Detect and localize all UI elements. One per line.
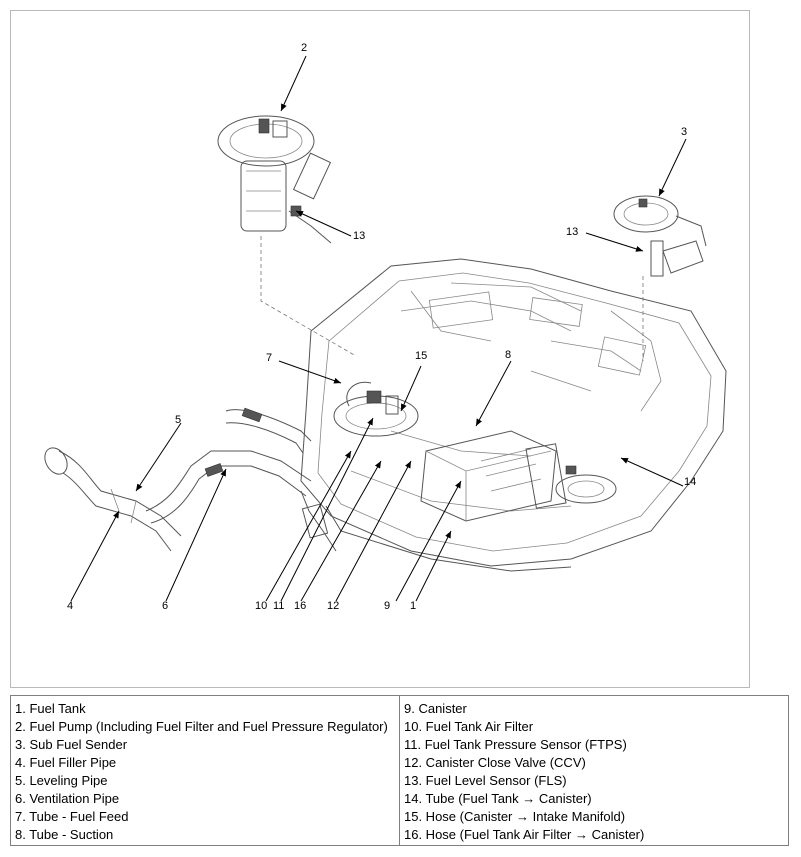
callout-8: 8 <box>505 349 511 361</box>
legend-item: 10. Fuel Tank Air Filter <box>404 719 534 734</box>
sub-sender-mount-drawing <box>555 465 617 504</box>
legend-item: 6. Ventilation Pipe <box>15 791 120 806</box>
callout-9: 9 <box>384 600 390 612</box>
legend-item: 11. Fuel Tank Pressure Sensor (FTPS) <box>404 737 627 752</box>
callout-2: 2 <box>301 42 307 54</box>
callout-5: 5 <box>175 414 181 426</box>
legend-item: 3. Sub Fuel Sender <box>15 737 128 752</box>
legend-item: 9. Canister <box>404 701 467 716</box>
callout-7: 7 <box>266 352 272 364</box>
parts-legend-table: 1. Fuel Tank 2. Fuel Pump (Including Fue… <box>10 695 789 846</box>
callout-14: 14 <box>684 476 696 488</box>
legend-item: 7. Tube - Fuel Feed <box>15 809 129 824</box>
legend-item: 14. Tube (Fuel Tank → Canister) <box>404 791 592 806</box>
pump-mount-drawing <box>333 381 419 437</box>
legend-item: 1. Fuel Tank <box>15 701 86 716</box>
callout-1: 1 <box>410 600 416 612</box>
callout-12: 12 <box>327 600 339 612</box>
callout-3: 3 <box>681 126 687 138</box>
legend-item: 13. Fuel Level Sensor (FLS) <box>404 773 567 788</box>
callout-4: 4 <box>67 600 73 612</box>
callout-13-sender: 13 <box>566 226 578 238</box>
callout-15: 15 <box>415 350 427 362</box>
callout-6: 6 <box>162 600 168 612</box>
callout-11: 11 <box>273 600 284 612</box>
alignment-lines <box>260 236 644 361</box>
callout-10: 10 <box>255 600 267 612</box>
callout-labels: 2 3 13 13 7 15 8 5 14 4 6 10 11 16 12 9 … <box>67 42 696 612</box>
legend-item: 8. Tube - Suction <box>15 827 114 842</box>
filler-pipe-drawing <box>44 407 337 552</box>
legend-item: 4. Fuel Filler Pipe <box>15 755 117 770</box>
legend-item: 15. Hose (Canister → Intake Manifold) <box>404 809 626 824</box>
fuel-pump-exploded <box>217 115 332 244</box>
leader-lines <box>70 55 687 602</box>
callout-13-pump: 13 <box>353 230 365 242</box>
callout-16: 16 <box>294 600 306 612</box>
fuel-tank-drawing <box>300 258 727 572</box>
legend-item: 2. Fuel Pump (Including Fuel Filter and … <box>15 719 388 734</box>
legend-item: 5. Leveling Pipe <box>15 773 108 788</box>
exploded-diagram: 2 3 13 13 7 15 8 5 14 4 6 10 11 16 12 9 … <box>10 10 750 688</box>
canister-drawing <box>420 430 567 522</box>
legend-item: 16. Hose (Fuel Tank Air Filter → Caniste… <box>404 827 645 842</box>
legend-column-left: 1. Fuel Tank 2. Fuel Pump (Including Fue… <box>11 696 399 845</box>
sub-sender-exploded <box>613 195 707 277</box>
legend-item: 12. Canister Close Valve (CCV) <box>404 755 586 770</box>
legend-column-right: 9. Canister 10. Fuel Tank Air Filter 11.… <box>399 696 788 845</box>
